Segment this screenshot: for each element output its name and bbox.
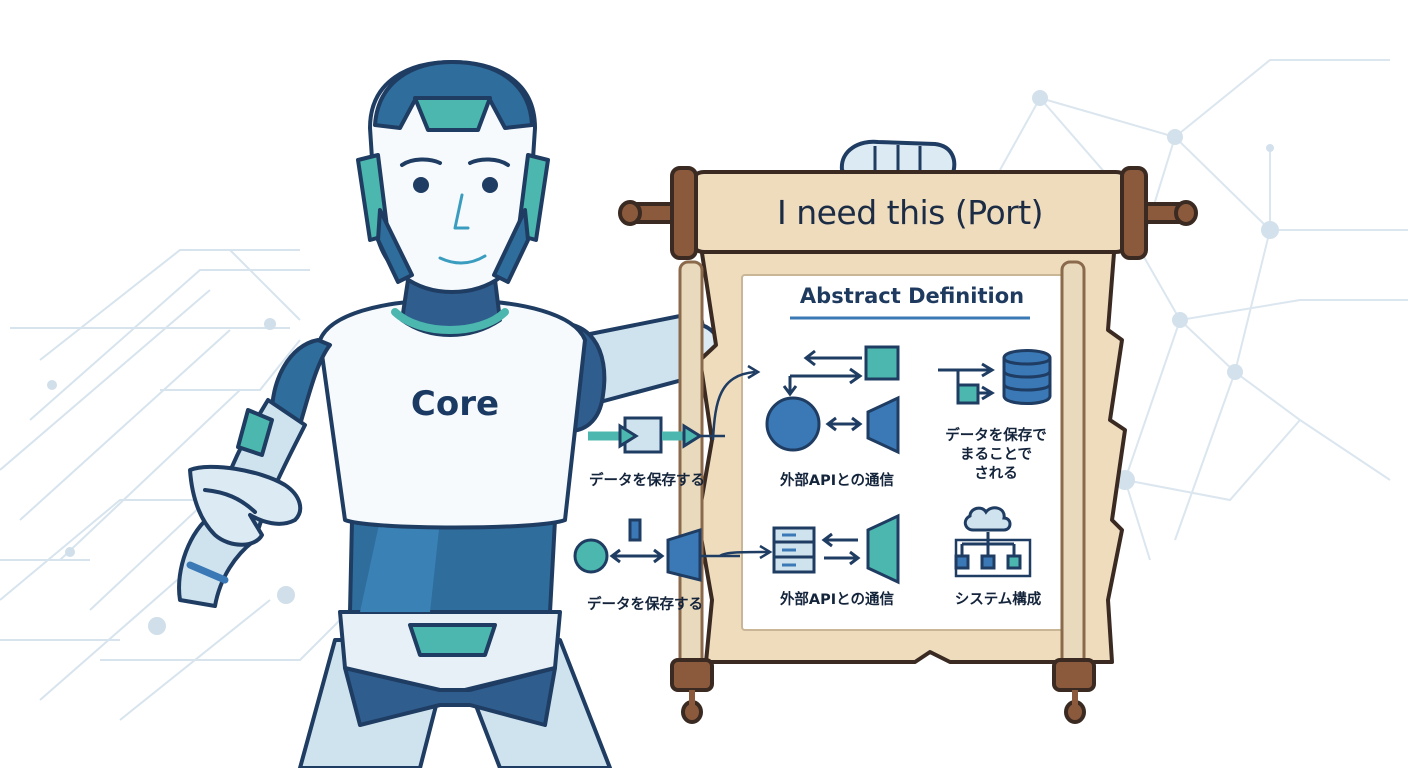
robot-right-eye xyxy=(482,177,498,193)
core-label: Core xyxy=(410,384,500,424)
caption-right-bottom: システム構成 xyxy=(954,592,1042,608)
robot-left-eye xyxy=(413,177,429,193)
caption-middle-bottom: 外部APIとの通信 xyxy=(779,592,895,608)
middle-bottom-icon xyxy=(772,513,900,585)
right-bottom-icon xyxy=(954,506,1032,578)
network-nodes-right xyxy=(1032,90,1279,490)
robot-torso xyxy=(318,298,587,530)
panel-heading: Abstract Definition xyxy=(799,284,1025,308)
middle-top-icon xyxy=(765,345,900,455)
circuit-nodes-left xyxy=(47,318,295,635)
connector-arrows xyxy=(711,364,773,560)
robot-core xyxy=(177,60,722,768)
cloud-icon xyxy=(963,506,1012,532)
scroll-title: I need this (Port) xyxy=(776,193,1044,232)
caption-left-bottom: データを保存する xyxy=(587,597,703,613)
left-top-icon xyxy=(588,416,725,454)
caption-right-top: データを保存で まることで される xyxy=(945,428,1047,483)
caption-middle-top: 外部APIとの通信 xyxy=(779,473,895,489)
circuit-lines-left xyxy=(0,249,341,721)
right-top-icon xyxy=(938,349,1052,405)
caption-left-top: データを保存する xyxy=(589,473,705,489)
